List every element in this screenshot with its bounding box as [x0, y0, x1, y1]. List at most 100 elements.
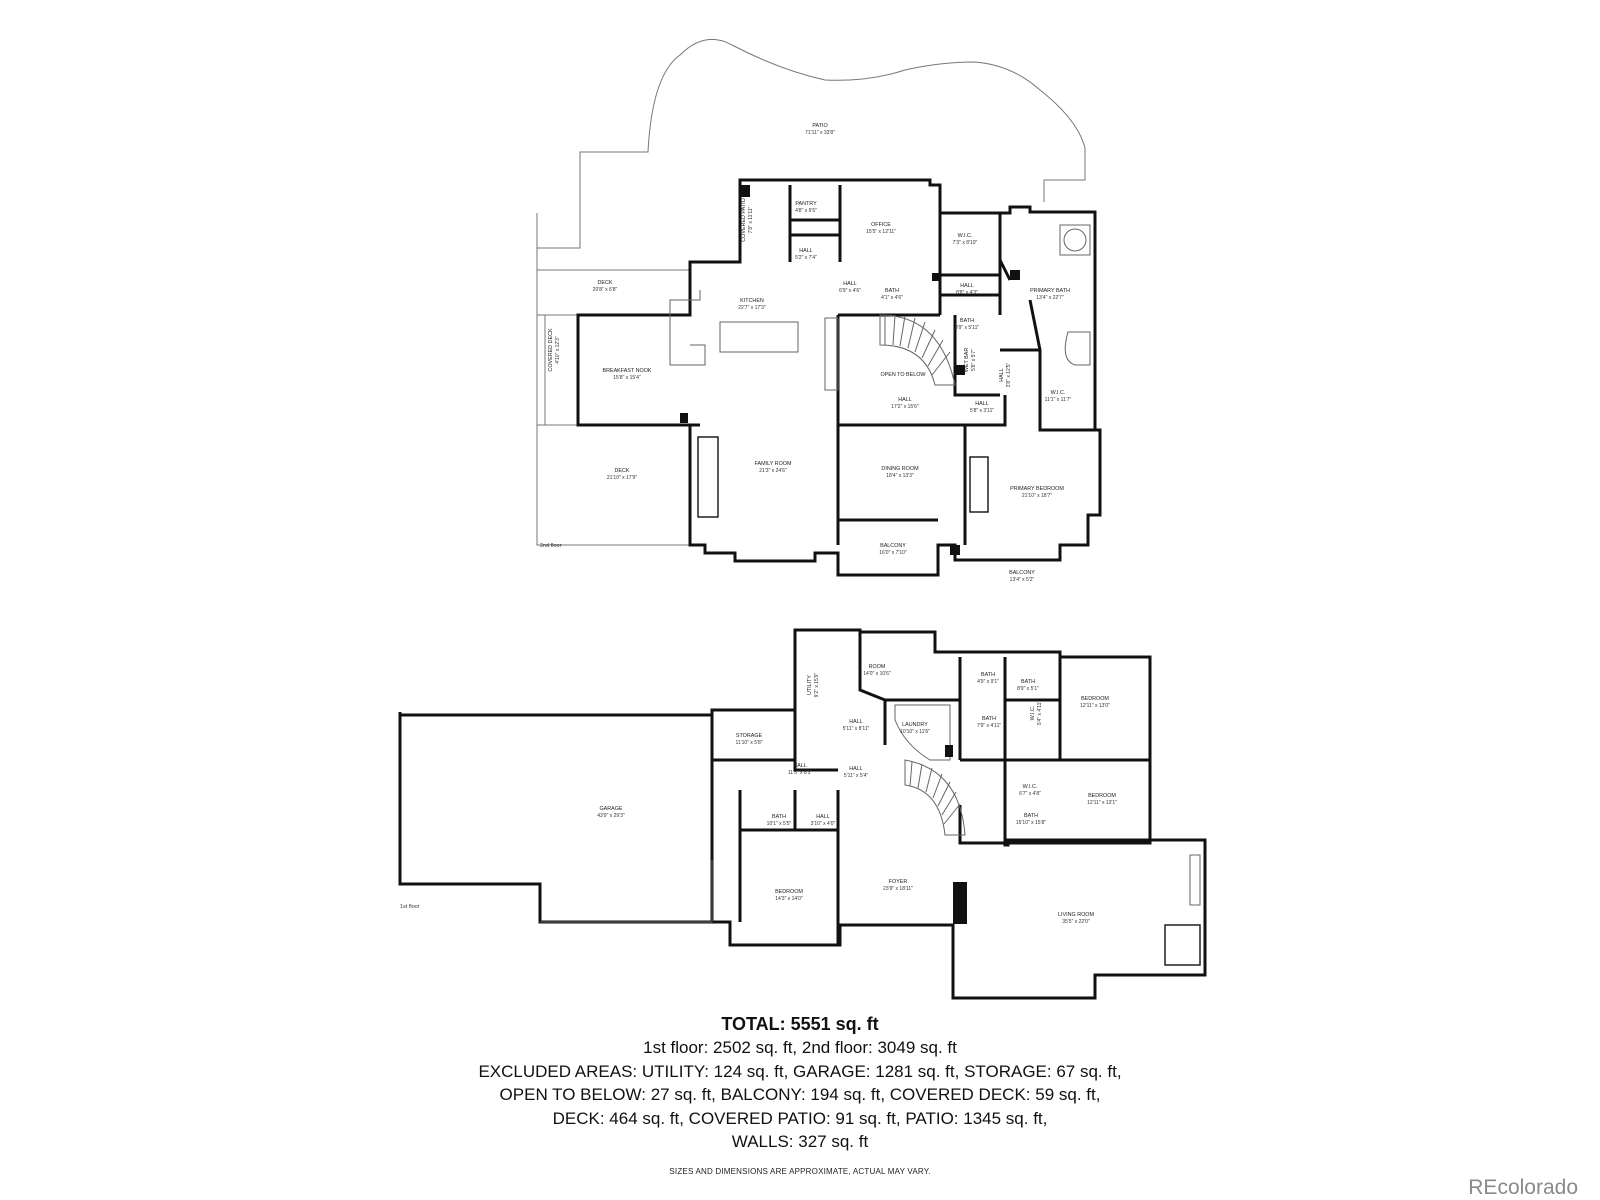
room-name: BATH: [1024, 813, 1038, 819]
room-name: PATIO: [812, 123, 827, 129]
brand-logo: REcolorado: [1468, 1176, 1578, 1199]
room-dimensions: 3'10" x 4'0": [811, 821, 836, 827]
room-dimensions: 14'3" x 14'0": [775, 896, 803, 902]
room-dimensions: 12'11" x 13'1": [1087, 800, 1117, 806]
first-floor-walls: [398, 628, 1207, 1000]
room-dimensions: 13'4" x 22'7": [1036, 295, 1064, 301]
room-dimensions: 4'9" x 9'1": [977, 679, 999, 685]
garage-door-line: [540, 860, 713, 923]
room-dimensions: 11'10" x 5'8": [735, 740, 762, 746]
summary-line-walls: WALLS: 327 sq. ft: [731, 1132, 869, 1151]
room-name: HALL: [898, 397, 912, 403]
room-name: OPEN TO BELOW: [880, 372, 926, 378]
kitchen-island: [719, 321, 799, 353]
room-name: PRIMARY BEDROOM: [1010, 486, 1064, 492]
room-dimensions: 4'8" x 6'5": [795, 208, 817, 214]
laundry-column: [945, 745, 953, 757]
room-name: PANTRY: [795, 201, 817, 207]
room-name: GARAGE: [599, 806, 622, 812]
room-name: DECK: [598, 280, 613, 286]
room-name: DECK: [615, 468, 630, 474]
room-label: W.I.C.6'7" x 4'8": [1019, 784, 1041, 797]
bedroom-fireplace: [969, 456, 989, 513]
column-1: [740, 185, 750, 197]
second-floor-label: 2nd floor: [540, 543, 562, 549]
room-label: OPEN TO BELOW: [880, 372, 926, 378]
room-name: COVERED DECK: [548, 328, 554, 372]
room-dimensions: 18'4" x 13'3": [886, 473, 914, 479]
total-area: TOTAL: 5551 sq. ft: [721, 1014, 879, 1034]
room-label: W.I.C.5'4" x 4'11": [1030, 701, 1043, 725]
foyer-column: [953, 882, 967, 924]
room-dimensions: 5'8" x 3'11": [970, 408, 994, 414]
room-name: BATH: [1021, 679, 1035, 685]
room-dimensions: 6'7" x 4'8": [1019, 791, 1041, 797]
room-name: KITCHEN: [740, 298, 764, 304]
room-name: BATH: [960, 318, 974, 324]
room-dimensions: 12'11" x 13'0": [1080, 703, 1110, 709]
room-name: HALL: [849, 719, 863, 725]
summary-line-excluded-2: OPEN TO BELOW: 27 sq. ft, BALCONY: 194 s…: [499, 1085, 1101, 1104]
room-name: BATH: [982, 716, 996, 722]
room-name: W.I.C.: [958, 233, 973, 239]
stair-treads: [884, 314, 951, 376]
room-dimensions: 10'1" x 5'5": [767, 821, 792, 827]
room-label: W.I.C.11'1" x 11'7": [1045, 390, 1072, 403]
room-name: BATH: [772, 814, 786, 820]
summary-line-excluded-3: DECK: 464 sq. ft, COVERED PATIO: 91 sq. …: [552, 1108, 1048, 1128]
tub-basin: [1063, 228, 1087, 252]
room-dimensions: 15'5" x 12'11": [866, 229, 896, 235]
family-room-fireplace: [697, 436, 719, 518]
room-name: BATH: [981, 672, 995, 678]
room-name: LIVING ROOM: [1058, 912, 1094, 918]
room-name: STORAGE: [736, 733, 763, 739]
room-dimensions: 8'8" x 4'3": [956, 290, 978, 296]
room-dimensions: 21'10" x 17'9": [607, 475, 637, 481]
room-dimensions: 8'9" x 5'1": [1017, 686, 1039, 692]
room-dimensions: 20'8" x 6'8": [593, 287, 618, 293]
room-dimensions: 5'4" x 4'11": [1037, 701, 1043, 725]
room-name: HALL: [849, 766, 863, 772]
room-dimensions: 10'10" x 11'6": [900, 729, 930, 735]
room-name: HALL: [999, 368, 1005, 382]
room-name: FOYER: [889, 879, 908, 885]
foyer-stair-treads: [909, 761, 961, 825]
room-name: BALCONY: [1009, 570, 1035, 576]
room-name: PRIMARY BATH: [1030, 288, 1070, 294]
first-floor-interior-walls: [710, 632, 1150, 945]
patio-outline: [536, 38, 1086, 249]
deck-outline: [536, 248, 690, 316]
tub: [1059, 224, 1091, 256]
room-dimensions: 11'1" x 11'7": [1045, 397, 1072, 403]
second-floor-interior-walls: [690, 185, 1095, 545]
